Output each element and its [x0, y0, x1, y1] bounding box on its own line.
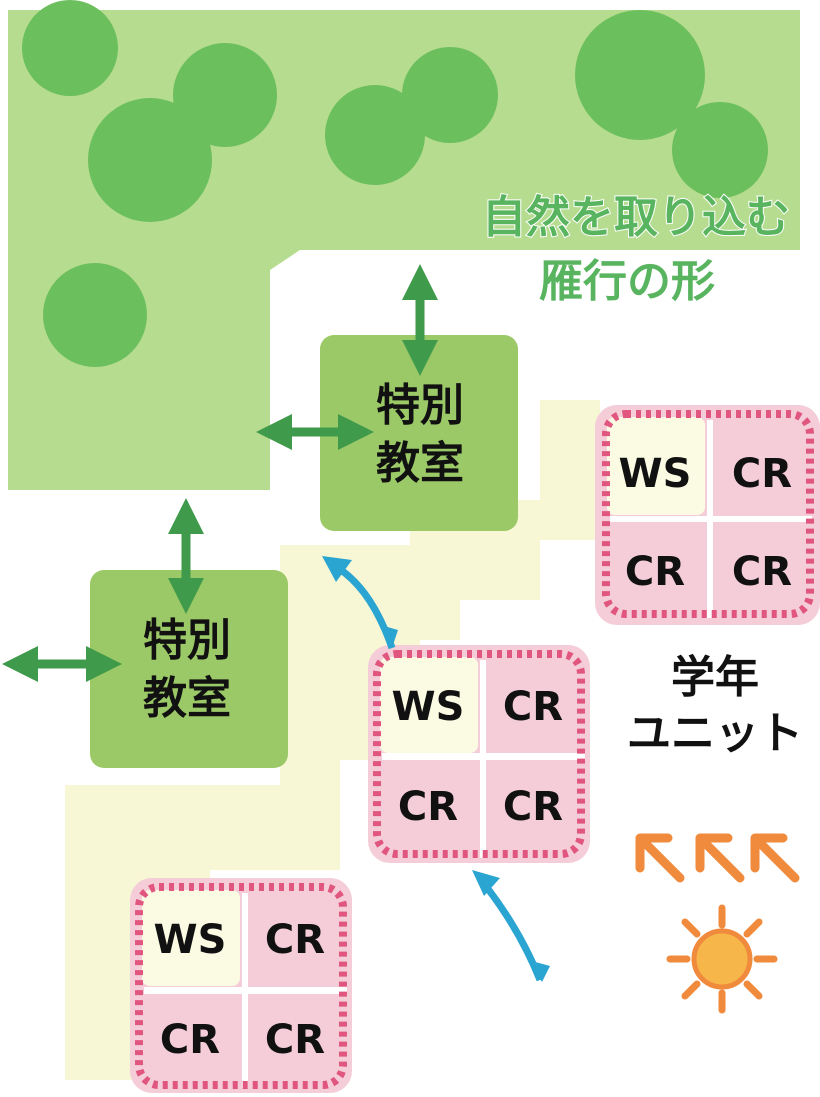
grade-unit-3: WS CR CR CR: [130, 878, 352, 1093]
cell-cr: CR: [625, 549, 685, 595]
cell-cr: CR: [732, 549, 792, 595]
sunlight-arrows-icon: [635, 833, 800, 883]
cell-cr: CR: [503, 684, 563, 730]
cell-ws: WS: [154, 917, 227, 963]
special-room-lower-label-1: 特別: [143, 615, 231, 666]
grade-unit-1: WS CR CR CR: [595, 405, 820, 625]
cell-cr: CR: [398, 784, 458, 830]
sun-icon: [666, 904, 778, 1014]
special-room-upper: [320, 335, 518, 531]
grade-unit-2: WS CR CR CR: [368, 645, 590, 863]
special-room-lower: [90, 570, 288, 768]
cell-ws: WS: [392, 684, 465, 730]
wind-arrow-icon: [322, 556, 398, 650]
grade-unit-label-line1: 学年: [671, 652, 759, 703]
cell-cr: CR: [265, 917, 325, 963]
cell-cr: CR: [265, 1017, 325, 1063]
special-room-upper-label-2: 教室: [376, 438, 464, 489]
grade-unit-label-line2: ユニット: [627, 708, 803, 759]
diagram-title-line1: 自然を取り込む: [482, 192, 790, 243]
wind-arrow-icon: [472, 870, 550, 982]
cell-ws: WS: [619, 451, 692, 497]
trees: [22, 0, 768, 367]
special-room-upper-label-1: 特別: [376, 380, 464, 431]
cell-cr: CR: [160, 1017, 220, 1063]
special-room-lower-label-2: 教室: [143, 673, 231, 724]
diagram-title-line2: 雁行の形: [539, 256, 715, 307]
cell-cr: CR: [503, 784, 563, 830]
cell-cr: CR: [732, 451, 792, 497]
